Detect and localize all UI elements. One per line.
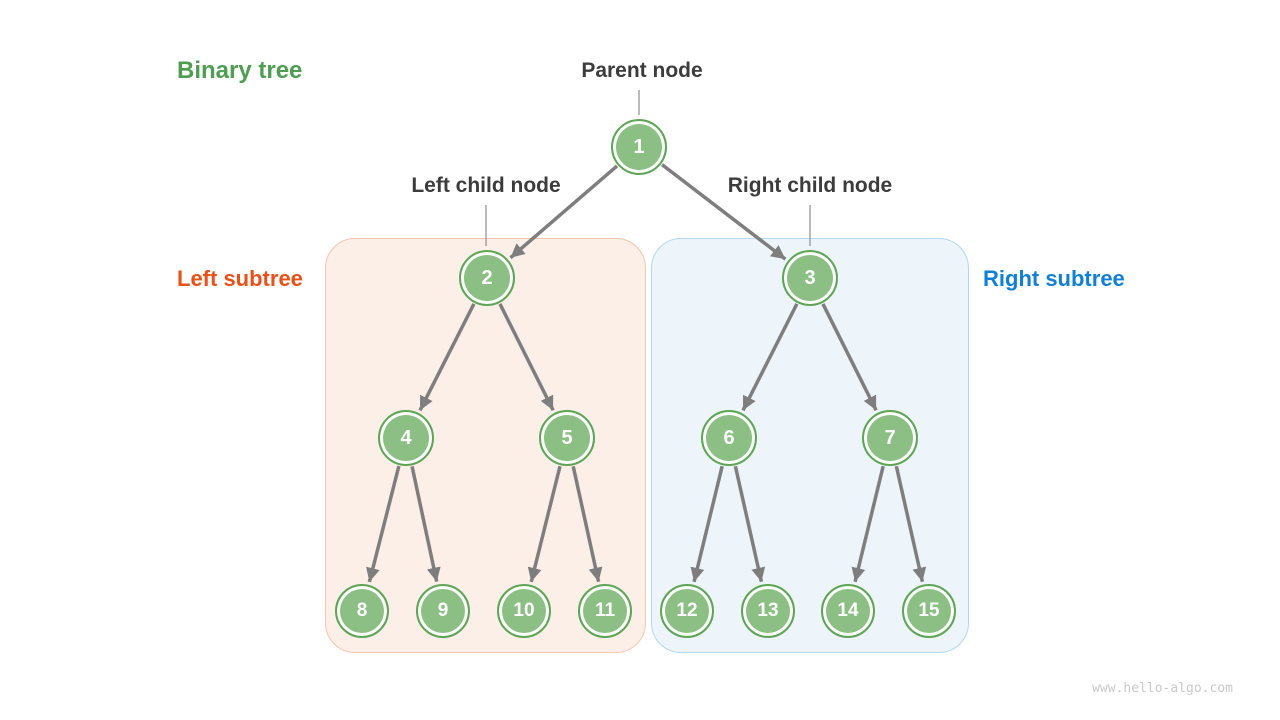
tree-node-15: 15 [902, 584, 956, 638]
tree-edge-2-5 [498, 303, 555, 412]
left-child-node-label: Left child node [411, 174, 561, 197]
tree-edge-1-2 [509, 164, 619, 260]
tree-node-13: 13 [741, 584, 795, 638]
tree-node-10: 10 [497, 584, 551, 638]
tree-node-8: 8 [335, 584, 389, 638]
diagram-title: Binary tree [177, 57, 303, 84]
tree-edge-3-7 [821, 303, 878, 412]
tree-edge-1-3 [660, 163, 787, 261]
tree-edge-5-10 [527, 465, 562, 583]
tree-edge-4-8 [366, 465, 401, 583]
tree-edge-5-11 [571, 465, 603, 583]
tree-edge-7-15 [894, 465, 927, 583]
parent-node-label: Parent node [581, 59, 703, 82]
tree-node-9: 9 [416, 584, 470, 638]
tree-node-6: 6 [701, 410, 757, 466]
tree-edge-2-4 [418, 303, 476, 412]
tree-edge-6-13 [733, 465, 766, 583]
tree-node-1: 1 [611, 119, 667, 175]
left-subtree-label: Left subtree [177, 266, 303, 291]
watermark: www.hello-algo.com [1092, 681, 1233, 696]
right-child-node-label: Right child node [727, 174, 893, 197]
tree-edge-6-12 [690, 465, 724, 583]
tree-node-3: 3 [782, 250, 838, 306]
tree-node-12: 12 [660, 584, 714, 638]
tree-edge-7-14 [851, 465, 885, 583]
right-subtree-label: Right subtree [983, 266, 1125, 291]
tree-node-11: 11 [578, 584, 632, 638]
tree-node-4: 4 [378, 410, 434, 466]
tree-node-7: 7 [862, 410, 918, 466]
tree-node-5: 5 [539, 410, 595, 466]
tree-edge-3-6 [741, 303, 799, 412]
tree-node-14: 14 [821, 584, 875, 638]
tree-node-2: 2 [459, 250, 515, 306]
tree-edge-4-9 [410, 465, 441, 583]
